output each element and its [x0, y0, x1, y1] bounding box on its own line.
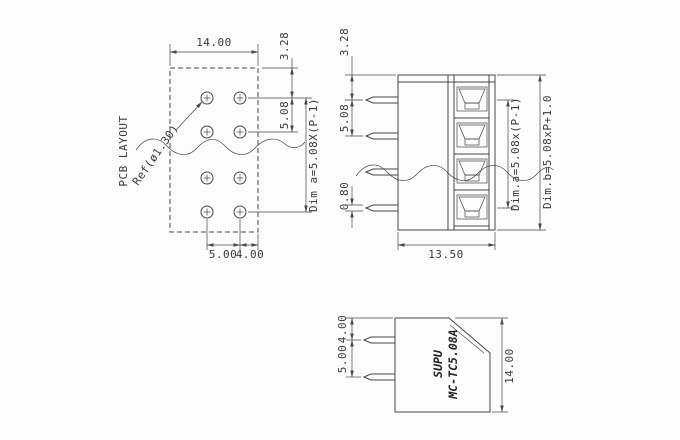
dimension-side-right: 14.00 [455, 317, 516, 413]
dim-pcb-col-edge-label: 4.00 [236, 248, 265, 261]
break-line [135, 138, 306, 155]
dim-pcb-pitch-label: 5.08 [278, 101, 291, 130]
dim-pcb-top-offset-label: 3.28 [278, 32, 291, 61]
dim-front-pitch-label: 5.08 [338, 104, 351, 133]
front-view: 3.28 5.08 0.80 Dim.a=5.08x(P-1) Dim.b=5.… [338, 28, 554, 261]
solder-pin [362, 373, 396, 381]
terminal-clamp [456, 194, 488, 220]
pcb-hole [200, 205, 214, 219]
dim-front-top-offset-label: 3.28 [338, 28, 351, 57]
dim-front-pin-label: 0.80 [338, 182, 351, 211]
terminal-clamp [456, 86, 488, 112]
break-line [355, 164, 554, 181]
dimension-pcb-vertical: 3.28 5.08 Dim a=5.08X(P-1) [248, 32, 320, 213]
solder-pin [364, 132, 399, 140]
dim-side-pitch-label: 5.00 [336, 345, 349, 374]
dim-pcb-width-label: 14.00 [196, 36, 232, 49]
dimension-pcb-width: 14.00 [169, 36, 259, 66]
terminal-clamp [456, 122, 488, 148]
dimension-front-bottom: 13.50 [397, 232, 496, 261]
brand-label: SUPU [431, 349, 445, 378]
dim-side-height-label: 14.00 [503, 348, 516, 384]
pcb-hole [233, 171, 247, 185]
pcb-hole [233, 205, 247, 219]
terminal-clamp [456, 158, 488, 184]
dim-front-width-label: 13.50 [428, 248, 464, 261]
front-body-outline [397, 74, 496, 231]
pcb-hole [200, 91, 214, 105]
pcb-layout-label: PCB LAYOUT [117, 115, 130, 186]
model-label: MC-TC5.08A [446, 329, 460, 399]
dim-side-top-offset-label: 4.00 [336, 315, 349, 344]
ref-diameter-label: Ref(ø1.30) [130, 122, 182, 188]
dimension-front-left: 3.28 5.08 0.80 [338, 28, 396, 228]
pcb-hole [233, 91, 247, 105]
side-body-outline [394, 317, 491, 413]
pcb-hole [200, 171, 214, 185]
side-view: SUPU MC-TC5.08A 4.00 5.00 14.00 [336, 315, 516, 413]
dimension-front-right: Dim.a=5.08x(P-1) Dim.b=5.08xP+1.0 [497, 74, 554, 231]
body-edge-line [449, 324, 485, 354]
ref-leader-arrow [175, 101, 203, 131]
solder-pin [364, 96, 399, 104]
solder-pin [362, 336, 396, 344]
pcb-layout-view: 14.00 3.28 5.08 Dim a=5.08X(P-1) 5.00 4.… [117, 32, 320, 261]
solder-pin [364, 168, 399, 176]
pcb-outline [169, 67, 259, 233]
solder-pin [364, 204, 399, 212]
pcb-hole [200, 125, 214, 139]
dimension-side-left: 4.00 5.00 [336, 315, 393, 378]
pcb-hole [233, 125, 247, 139]
dimension-pcb-bottom: 5.00 4.00 [206, 219, 265, 261]
dim-pcb-dim-a-label: Dim a=5.08X(P-1) [307, 98, 320, 212]
dim-front-dim-b-label: Dim.b=5.08xP+1.0 [541, 95, 554, 209]
dim-front-dim-a-label: Dim.a=5.08x(P-1) [509, 97, 522, 211]
dim-pcb-col-pitch-label: 5.00 [209, 248, 238, 261]
